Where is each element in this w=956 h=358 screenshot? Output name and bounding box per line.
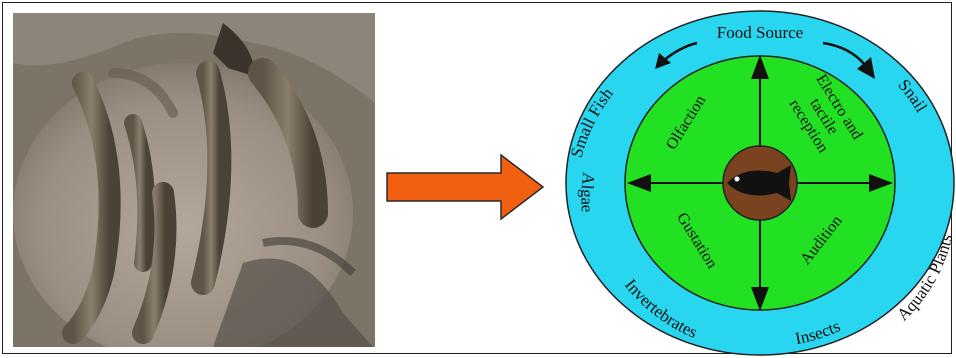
right-arrow-icon — [383, 151, 553, 223]
mudfish-photo — [13, 13, 375, 347]
sensory-diagram: Food Source Small Fish Snail Aquatic Pla… — [555, 7, 955, 357]
figure-frame: Food Source Small Fish Snail Aquatic Pla… — [2, 2, 952, 354]
label-algae: Algae — [577, 172, 598, 213]
label-food-source: Food Source — [717, 23, 803, 42]
